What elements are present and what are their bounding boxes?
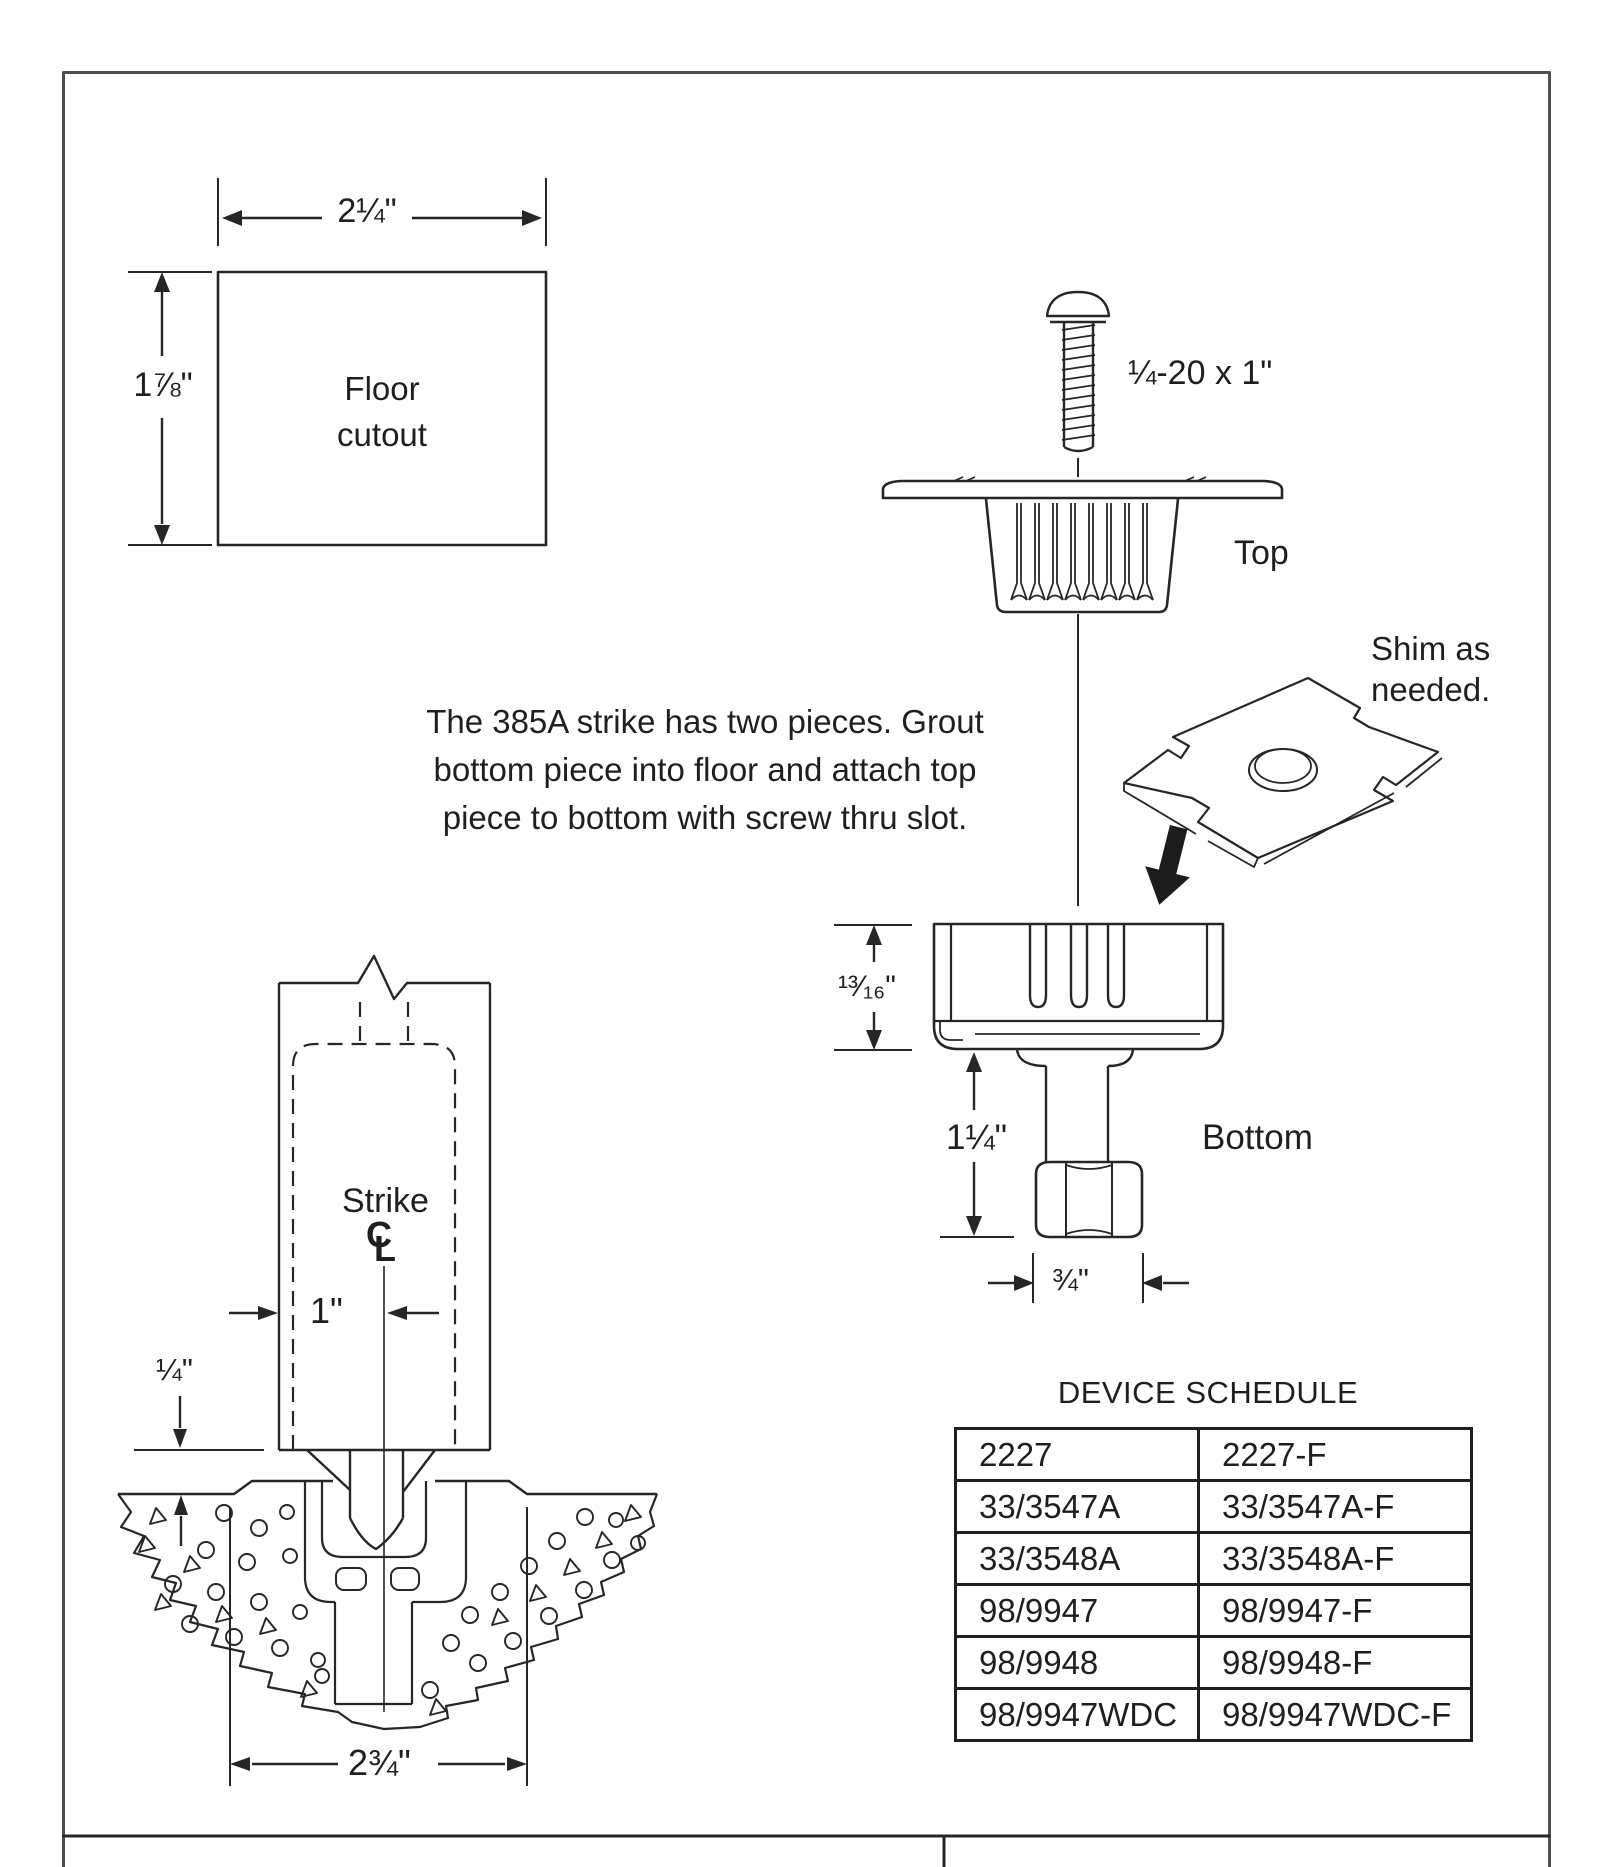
schedule-cell: 98/9947WDC xyxy=(954,1687,1200,1742)
cutout-width-dim: 2¾" xyxy=(348,1742,411,1783)
schedule-cell: 33/3547A xyxy=(954,1479,1200,1534)
strike-offset-dim: 1" xyxy=(310,1290,343,1331)
table-row: 2227 2227-F xyxy=(954,1427,1473,1482)
centerline-symbol-l: L xyxy=(374,1228,396,1269)
shim-note-line1: Shim as xyxy=(1371,630,1491,667)
floor-cutout-drawing xyxy=(128,178,548,547)
cross-section-drawing xyxy=(117,954,659,1786)
footer-divider xyxy=(62,1834,1550,1867)
bottom-piece-nut-dim: ¾" xyxy=(1052,1262,1089,1297)
shim-note: Shim as needed. xyxy=(1371,628,1490,710)
schedule-cell: 98/9947WDC-F xyxy=(1197,1687,1473,1742)
instruction-text: The 385A strike has two pieces. Grout bo… xyxy=(385,698,1025,842)
schedule-cell: 33/3547A-F xyxy=(1197,1479,1473,1534)
top-piece-label: Top xyxy=(1234,534,1289,572)
floor-cutout-width-dim: 2¼" xyxy=(337,192,397,230)
instruction-line3: piece to bottom with screw thru slot. xyxy=(442,799,968,836)
centerline-symbol-c: C xyxy=(366,1214,392,1255)
table-row: 98/9947WDC 98/9947WDC-F xyxy=(954,1687,1473,1742)
bottom-piece-stem-dim: 1¼" xyxy=(946,1118,1008,1157)
bottom-piece-label: Bottom xyxy=(1202,1118,1313,1157)
schedule-cell: 98/9947-F xyxy=(1197,1583,1473,1638)
device-schedule-title: DEVICE SCHEDULE xyxy=(1057,1375,1359,1410)
floor-cutout-height-dim: 1⅞" xyxy=(133,366,193,404)
shim-note-line2: needed. xyxy=(1371,671,1491,708)
top-piece-drawing xyxy=(881,476,1284,906)
concrete-outline xyxy=(117,1493,659,1731)
schedule-cell: 98/9947 xyxy=(954,1583,1200,1638)
schedule-cell: 2227-F xyxy=(1197,1427,1473,1482)
instruction-line2: bottom piece into floor and attach top xyxy=(433,751,977,788)
schedule-cell: 98/9948 xyxy=(954,1635,1200,1690)
hidden-strike-outline xyxy=(291,1002,457,1450)
schedule-cell: 33/3548A-F xyxy=(1197,1531,1473,1586)
concrete-texture xyxy=(138,1504,646,1716)
table-row: 98/9948 98/9948-F xyxy=(954,1635,1473,1690)
schedule-cell: 33/3548A xyxy=(954,1531,1200,1586)
screw-size-label: ¼-20 x 1" xyxy=(1128,354,1273,392)
shim-drawing xyxy=(1122,676,1443,905)
top-piece-ribs xyxy=(1010,503,1154,601)
schedule-cell: 2227 xyxy=(954,1427,1200,1482)
floor-cutout-label-line1: Floor xyxy=(344,370,420,407)
table-row: 33/3548A 33/3548A-F xyxy=(954,1531,1473,1586)
table-row: 33/3547A 33/3547A-F xyxy=(954,1479,1473,1534)
centerline-symbol: C L xyxy=(366,1214,396,1269)
assembly-arrow-icon xyxy=(1145,825,1190,905)
table-row: 98/9947 98/9947-F xyxy=(954,1583,1473,1638)
floor-cutout-label-line2: cutout xyxy=(337,416,427,453)
floor-cutout-label: Floor cutout xyxy=(282,366,482,458)
strike-label: Strike xyxy=(342,1182,429,1220)
undercut-dim: ¼" xyxy=(156,1352,193,1387)
device-schedule-table: 2227 2227-F 33/3547A 33/3547A-F 33/3548A… xyxy=(954,1427,1473,1742)
bottom-piece-drawing xyxy=(834,922,1225,1303)
page-border xyxy=(62,71,1551,1867)
schedule-cell: 98/9948-F xyxy=(1197,1635,1473,1690)
screw-drawing xyxy=(1045,290,1111,477)
instruction-line1: The 385A strike has two pieces. Grout xyxy=(426,703,984,740)
bottom-piece-height-dim: ¹³⁄₁₆" xyxy=(838,970,896,1003)
